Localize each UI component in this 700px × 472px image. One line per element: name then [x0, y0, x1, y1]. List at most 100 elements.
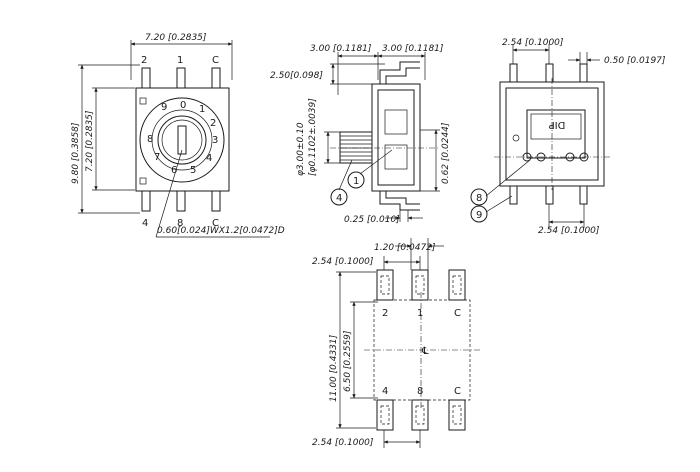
side-view-callout-1: 1 [353, 176, 359, 187]
top-view-pin-8 [176, 190, 186, 212]
footprint-pitch-top: 2.54 [0.1000] [312, 257, 374, 267]
bottom-view-dip-label-box [530, 113, 582, 140]
bottom-view-pin-top-3 [579, 63, 588, 83]
side-view-height-top: 2.50[0.098] [270, 71, 323, 81]
top-view-shaft-leader [155, 149, 183, 238]
top-view-pin-1 [176, 67, 186, 89]
dial-digit-6: 6 [171, 165, 177, 176]
bottom-view-pin-bottom-1 [509, 185, 518, 205]
footprint-pad-bottom-4 [376, 399, 394, 431]
bottom-view-callout-8-leader [485, 159, 531, 197]
footprint-pin-label-4: 4 [382, 386, 388, 397]
footprint-pin-label-8: 8 [417, 386, 423, 397]
bottom-view-callout-8: 8 [476, 193, 482, 204]
side-view-callout-4: 4 [336, 193, 342, 204]
side-view-lead-top [379, 61, 420, 84]
bottom-view-callout-8-circle [470, 188, 488, 206]
side-view-shaft-dia-inch: [φ0.1102±.0039] [308, 98, 318, 176]
footprint-pad-top-2-inner [380, 275, 390, 295]
side-view-knob [339, 131, 373, 164]
top-view-shaft-dim: 0.60[0.024]WX1.2[0.0472]D [157, 226, 285, 236]
side-view-body [371, 83, 421, 192]
footprint-pad-bottom-c-inner [452, 405, 462, 425]
dial-digit-5: 5 [190, 165, 196, 176]
top-view-pin-label-c: C [212, 55, 219, 66]
footprint-pitch-bottom: 2.54 [0.1000] [312, 438, 374, 448]
side-view-callout-4-circle [330, 188, 348, 206]
top-view: 7.20 [0.2835] 9.80 [0.3858] 7.20 [0.2835… [71, 33, 285, 238]
bottom-view-callout-9: 9 [476, 210, 482, 221]
top-view-pin-label-c-bottom: C [212, 218, 219, 229]
footprint-pad-top-2 [376, 269, 394, 301]
dial-digit-4: 4 [206, 153, 212, 164]
side-view-shaft-dia: φ3.00±0.10 [296, 122, 306, 176]
dial-digit-0: 0 [180, 100, 186, 111]
bottom-view-contact [536, 152, 546, 162]
dial-digit-7: 7 [154, 152, 160, 163]
side-view-body-inner [377, 89, 415, 186]
side-view-callout-4-leader [338, 159, 353, 191]
bottom-view-pin-width: 0.50 [0.0197] [604, 56, 666, 66]
top-view-pin-label-2: 2 [141, 55, 147, 66]
top-view-height-inner-dim: 7.20 [0.2835] [85, 110, 95, 172]
top-view-width-dim: 7.20 [0.2835] [145, 33, 207, 43]
bottom-view-pin-top-1 [509, 63, 518, 83]
top-view-dial-ring [151, 109, 213, 171]
side-view-right-small: 0.62 [0.0244] [441, 122, 451, 184]
footprint-pad-top-1-inner [415, 275, 425, 295]
side-view-left-offset: 3.00 [0.1181] [310, 44, 372, 54]
bottom-view-pitch-bottom: 2.54 [0.1000] [538, 226, 600, 236]
bottom-view: 2.54 [0.1000] 0.50 [0.0197] DIP [470, 38, 666, 236]
dial-digit-1: 1 [199, 104, 205, 115]
dial-digit-8: 8 [147, 134, 153, 145]
footprint-pin-label-2: 2 [382, 308, 388, 319]
bottom-view-contact-small [512, 134, 520, 142]
top-view-pin-c [211, 67, 221, 89]
top-view-pin-label-8: 8 [177, 218, 183, 229]
footprint-pad-width: 1.20 [0.0472] [374, 243, 436, 253]
top-view-marker-square-lower [139, 177, 147, 185]
footprint-pad-top-c-inner [452, 275, 462, 295]
top-view-pin-2 [141, 67, 151, 89]
top-view-pin-label-1: 1 [177, 55, 183, 66]
dial-digit-9: 9 [161, 102, 167, 113]
top-view-dial-outer [139, 97, 225, 183]
footprint-pad-top-c [448, 269, 466, 301]
bottom-view-callout-9-circle [470, 205, 488, 223]
top-view-pin-4 [141, 190, 151, 212]
footprint-center-mark: ℄ [421, 346, 429, 357]
top-view-dial-knob [157, 115, 207, 165]
footprint-pad-bottom-8 [411, 399, 429, 431]
footprint-pad-bottom-c [448, 399, 466, 431]
footprint-pad-top-1 [411, 269, 429, 301]
top-view-dial-knob-inner [161, 119, 203, 161]
footprint-view: 1.20 [0.0472] 2.54 [0.1000] 11.00 [0.433… [312, 238, 482, 448]
side-view-bottom-dim: 0.25 [0.010] [344, 215, 400, 225]
footprint-pin-label-1: 1 [417, 308, 423, 319]
side-view-lead-bottom-inner [385, 191, 420, 205]
bottom-view-pin-bottom-3 [579, 185, 588, 205]
bottom-view-dip-window [526, 109, 586, 159]
top-view-height-outer-dim: 9.80 [0.3858] [71, 122, 81, 184]
top-view-marker-square [139, 97, 147, 105]
side-view-callout-1-circle [347, 171, 365, 189]
footprint-inner-height: 6.50 [0.2559] [343, 330, 353, 392]
dial-digit-2: 2 [210, 118, 216, 129]
bottom-view-pin-bottom-2 [545, 185, 554, 205]
dial-digit-3: 3 [212, 135, 218, 146]
footprint-pad-bottom-8-inner [415, 405, 425, 425]
top-view-pin-label-4: 4 [142, 218, 148, 229]
footprint-total-height: 11.00 [0.4331] [329, 334, 339, 402]
bottom-view-callout-9-leader [485, 195, 513, 213]
footprint-pin-label-c: C [454, 308, 461, 319]
side-view-window-lower [384, 144, 408, 170]
bottom-view-dip-label: DIP [549, 119, 566, 130]
side-view: 3.00 [0.1181] 3.00 [0.1181] 2.50[0.098] … [270, 44, 451, 225]
side-view-lead-top-inner [385, 67, 420, 84]
top-view-shaft-slot [177, 125, 187, 155]
footprint-body-outline [373, 299, 471, 401]
side-view-callout-1-leader [359, 149, 393, 175]
side-view-lead-bottom [379, 191, 420, 211]
top-view-pin-c-bottom [211, 190, 221, 212]
